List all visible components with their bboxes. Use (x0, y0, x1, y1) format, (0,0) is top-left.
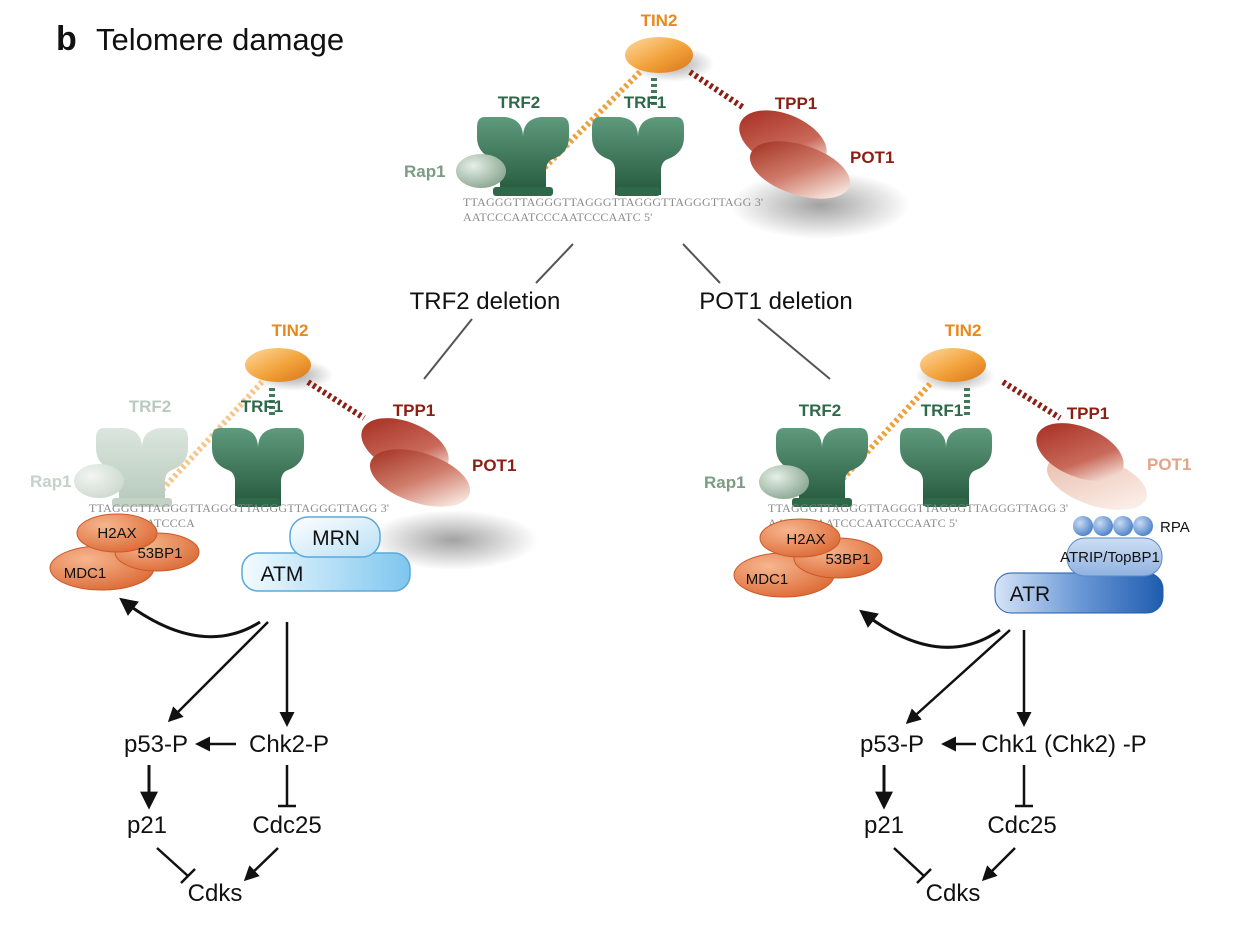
left-mrn-complex (289, 516, 381, 558)
left-h2ax-protein (76, 513, 158, 553)
right-trf1-protein (900, 428, 992, 506)
right-trf1-dna-binding (924, 498, 968, 507)
trf2-label: TRF2 (498, 93, 541, 112)
left-cdc25-label: Cdc25 (252, 812, 321, 839)
right-tin2-tpp1-link (1001, 379, 1062, 421)
left-trf1-label: TRF1 (241, 397, 284, 416)
left-p53-label: p53-P (124, 731, 188, 758)
left-inhibit-bar-cdks (180, 868, 196, 884)
right-pot1-label: POT1 (1147, 455, 1191, 474)
top-shelterin-complex: TIN2 TRF2 Rap1 TRF1 TPP1 POT1 TTAGGGTTAG… (404, 11, 910, 239)
right-mdc1-label: MDC1 (746, 571, 789, 588)
right-trf2-label: TRF2 (799, 401, 842, 420)
right-inhibit-p21-cdks (893, 847, 925, 877)
panel-letter: b (56, 20, 77, 58)
right-h2ax-label: H2AX (786, 531, 825, 548)
left-h2ax-label: H2AX (97, 525, 136, 542)
left-trf1-protein (212, 428, 304, 506)
right-arrow-cdc25-to-cdks (981, 847, 1016, 882)
left-pot1-shadow (368, 510, 538, 570)
left-trf2-dna-binding (112, 498, 172, 507)
left-53bp1-label: 53BP1 (137, 545, 182, 562)
right-dna-strand-upper: TTAGGGTTAGGGTTAGGGTTAGGGTTAGGGTTAGG 3' (768, 501, 1068, 515)
left-pot1-label: POT1 (472, 456, 516, 475)
left-rap1-label: Rap1 (30, 472, 72, 491)
right-rpa-label: RPA (1160, 519, 1190, 536)
left-cdks-label: Cdks (188, 880, 243, 907)
trf2-dna-binding (493, 187, 553, 196)
left-arrow-cdc25-to-cdks (243, 847, 279, 882)
left-tin2-label: TIN2 (272, 321, 309, 340)
pot1-protein (749, 141, 851, 199)
right-tpp1-protein (1036, 423, 1124, 481)
right-rap1-label: Rap1 (704, 473, 746, 492)
pot1-deletion-label: POT1 deletion (699, 288, 852, 315)
right-arrow-to-p53 (905, 629, 1011, 725)
left-trf2-deletion-panel: TIN2 TRF2 Rap1 TRF1 TPP1 POT1 TTAGGGTTAG… (30, 321, 538, 907)
top-dna-strand-lower: AATCCCAATCCCAATCCCAATC 5' (463, 210, 653, 224)
left-atm-label: ATM (261, 563, 304, 586)
trf2-deletion-label: TRF2 deletion (410, 288, 561, 315)
left-tin2-protein (245, 348, 311, 382)
right-rpa-subunit-3 (1113, 516, 1133, 536)
branch-connectors (423, 243, 831, 380)
right-p21-label: p21 (864, 812, 904, 839)
right-atr-label: ATR (1010, 583, 1050, 606)
right-cdc25-label: Cdc25 (987, 812, 1056, 839)
rap1-protein (456, 154, 506, 188)
right-branch-line-upper (682, 243, 721, 284)
tin2-protein (625, 37, 693, 73)
trf1-label: TRF1 (624, 93, 667, 112)
right-trf2-dna-binding (792, 498, 852, 507)
right-trf1-label: TRF1 (921, 401, 964, 420)
trf1-dna-binding (616, 187, 660, 196)
left-inhibit-p21-cdks (156, 847, 189, 877)
right-rap1-protein (759, 465, 809, 499)
left-chk2-label: Chk2-P (249, 731, 329, 758)
right-cdks-label: Cdks (926, 880, 981, 907)
right-pot1-deletion-panel: TIN2 TRF2 Rap1 TRF1 TPP1 POT1 TTAGGGTTAG… (704, 321, 1191, 907)
left-branch-line-lower (423, 318, 473, 380)
top-dna-strand-upper: TTAGGGTTAGGGTTAGGGTTAGGGTTAGGGTTAGG 3' (463, 195, 763, 209)
tpp1-label: TPP1 (775, 94, 818, 113)
left-p21-label: p21 (127, 812, 167, 839)
left-dna-strand-upper: TTAGGGTTAGGGTTAGGGTTAGGGTTAGGGTTAGG 3' (89, 501, 389, 515)
right-branch-line-lower (757, 318, 831, 380)
pot1-label: POT1 (850, 148, 894, 167)
tin2-tpp1-link (688, 69, 746, 111)
left-mrn-label: MRN (312, 527, 360, 550)
left-branch-line-upper (535, 243, 574, 284)
right-tin2-protein (920, 348, 986, 382)
right-rpa-subunit-4 (1133, 516, 1153, 536)
trf1-protein (592, 117, 684, 195)
right-tin2-label: TIN2 (945, 321, 982, 340)
left-tpp1-label: TPP1 (393, 401, 436, 420)
right-inhibit-bar-cdks (916, 868, 932, 884)
rap1-label: Rap1 (404, 162, 446, 181)
tin2-label: TIN2 (641, 11, 678, 30)
left-tin2-trf2-link (157, 379, 265, 495)
left-trf1-dna-binding (236, 498, 280, 507)
left-arrow-to-foci (119, 597, 261, 639)
left-trf2-label: TRF2 (129, 397, 172, 416)
pot1-shadow (730, 171, 910, 239)
left-pot1-protein (369, 449, 471, 507)
right-p53-label: p53-P (860, 731, 924, 758)
left-rap1-protein-faded (74, 464, 124, 498)
left-mdc1-label: MDC1 (64, 565, 107, 582)
right-arrow-to-foci (859, 609, 1001, 649)
panel-title: Telomere damage (96, 22, 344, 57)
right-rpa-subunit-1 (1073, 516, 1093, 536)
right-tpp1-label: TPP1 (1067, 404, 1110, 423)
right-rpa-subunit-2 (1093, 516, 1113, 536)
right-h2ax-protein (759, 518, 841, 558)
right-53bp1-label: 53BP1 (825, 551, 870, 568)
right-chk1-label: Chk1 (Chk2) -P (981, 731, 1146, 758)
left-tin2-tpp1-link (306, 379, 366, 421)
right-atrip-topbp1-complex (1066, 537, 1163, 577)
left-arrow-to-p53 (167, 621, 269, 723)
right-atrip-label: ATRIP/TopBP1 (1060, 549, 1160, 566)
